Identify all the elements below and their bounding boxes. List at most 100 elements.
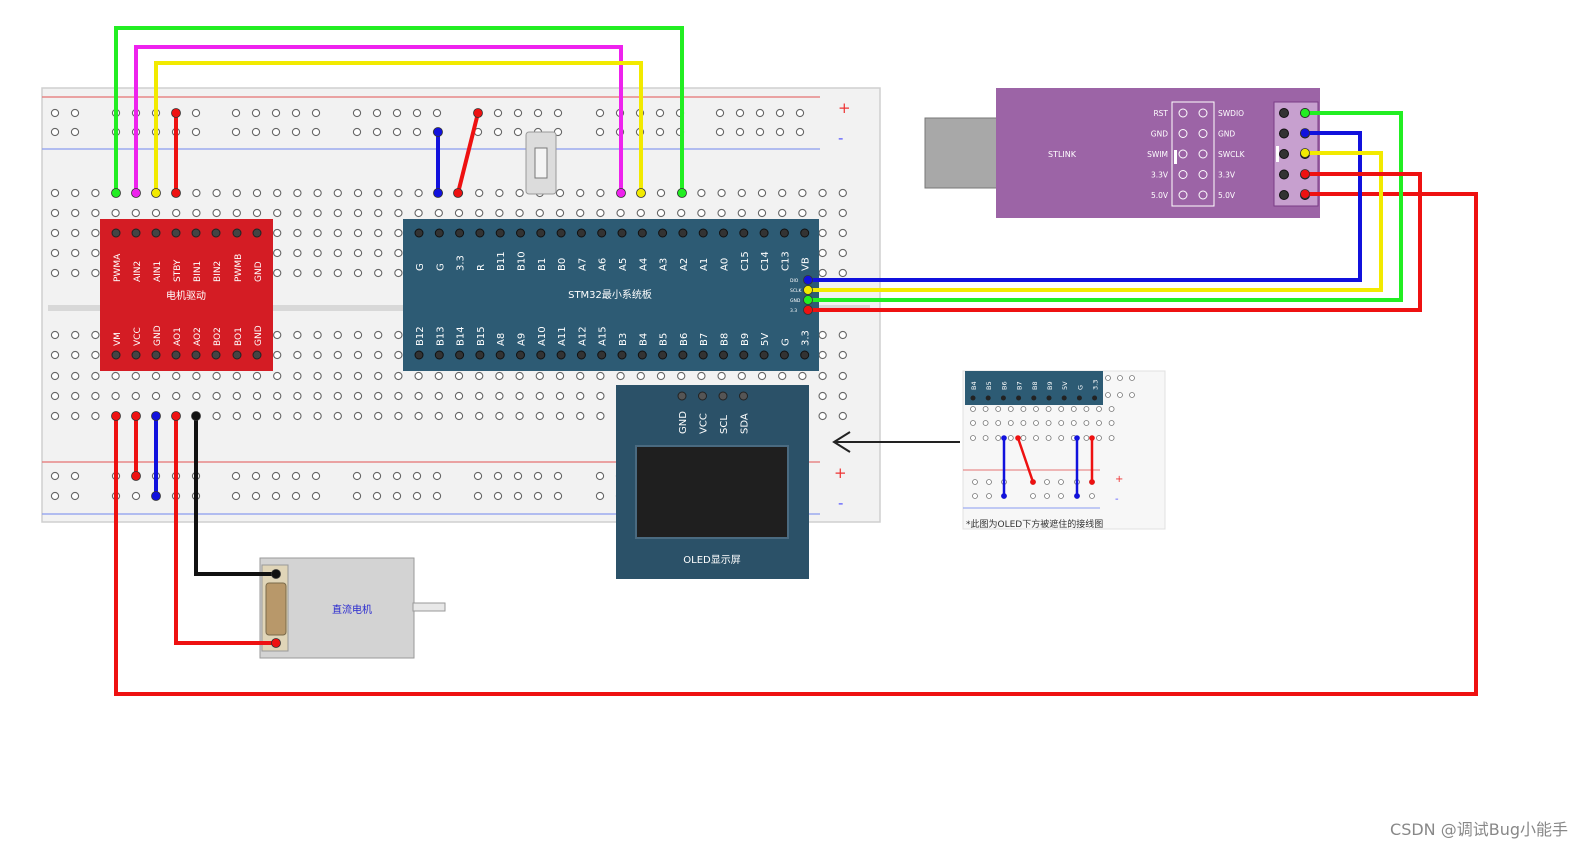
stm32-pin-label: A6 (598, 258, 609, 271)
wire-end (803, 295, 813, 305)
rail-hole (595, 491, 605, 501)
driver-pin (131, 228, 141, 238)
inset-hole (1108, 420, 1115, 426)
rail-hole (291, 491, 301, 501)
rail-hole (533, 471, 543, 481)
rail-hole (271, 491, 281, 501)
driver-pin-label: BO2 (213, 327, 223, 346)
inset-hole (1083, 435, 1090, 441)
hole (838, 350, 847, 360)
rail-hole (755, 127, 765, 137)
oled-pin-label: SDA (740, 413, 751, 434)
wire-end (1300, 189, 1310, 199)
hole (717, 371, 726, 381)
wire-end (131, 411, 141, 421)
hole (151, 208, 161, 218)
inset-hole (1045, 435, 1052, 441)
hole (414, 208, 423, 218)
stm32-pin (434, 228, 444, 238)
hole (273, 188, 282, 198)
rail-hole (595, 127, 605, 137)
hole (333, 371, 342, 381)
inset-hole (1096, 435, 1102, 441)
rail-hole (432, 491, 442, 501)
rail-hole (70, 491, 80, 501)
rail-hole (311, 127, 321, 137)
stm32-pin (779, 350, 789, 360)
rail-hole (271, 108, 281, 118)
hole (333, 248, 342, 258)
hole (212, 391, 221, 401)
inset-hole (1058, 406, 1065, 412)
inset-pin (1046, 395, 1052, 401)
rail-hole (291, 471, 301, 481)
rail-hole (50, 471, 60, 481)
hole (293, 248, 302, 258)
stlink-title: STLINK (1048, 150, 1077, 159)
hole (131, 208, 140, 218)
motor-driver-title: 电机驱动 (166, 289, 206, 302)
rail-hole (352, 471, 362, 481)
hole (838, 371, 847, 381)
inset-pin (1076, 395, 1082, 401)
watermark: CSDN @调试Bug小能手 (1390, 820, 1568, 839)
hole (353, 208, 363, 218)
hole (737, 371, 746, 381)
hole (394, 391, 403, 401)
inset-hole (1020, 406, 1027, 412)
inset-pin-label: B8 (1031, 381, 1039, 390)
inset-hole (995, 406, 1002, 412)
stm32-pin (678, 228, 688, 238)
stm32-pin (779, 228, 789, 238)
hole (91, 391, 100, 401)
hole (576, 411, 585, 421)
hole (333, 350, 342, 360)
hole (313, 371, 322, 381)
stm32-pin (475, 228, 485, 238)
driver-pin (191, 350, 201, 360)
stm32-swd-label: SCLK (790, 288, 803, 294)
stm32-pin (658, 350, 668, 360)
inset-pin-label: B5 (985, 381, 993, 390)
inset-hole (1045, 406, 1052, 412)
rail-hole (513, 127, 523, 137)
stm32-pin-label: 5V (760, 333, 771, 346)
inset-hole (986, 479, 992, 485)
rail-hole (655, 108, 665, 118)
oled-pin (698, 391, 707, 401)
inset-wire-end (1089, 479, 1095, 485)
hole (151, 371, 161, 381)
hole (818, 371, 827, 381)
stlink-header-pin (1279, 149, 1289, 159)
wire-end (131, 188, 141, 198)
hole (495, 188, 504, 198)
rail-hole (50, 108, 60, 118)
hole (50, 391, 60, 401)
stlink-pin (1178, 108, 1188, 118)
hole (232, 188, 241, 198)
wire-end (271, 638, 281, 648)
inset-hole (1083, 406, 1090, 412)
inset-hole (986, 493, 992, 499)
driver-pin (111, 228, 121, 238)
stm32-pin (455, 228, 465, 238)
rail-hole (251, 491, 261, 501)
rail-hole (70, 471, 80, 481)
hole (818, 330, 827, 340)
hole (232, 208, 241, 218)
stm32-swd-label: GND (790, 298, 801, 304)
stlink-header-pin (1279, 169, 1289, 180)
rail-hole (513, 491, 523, 501)
rail-hole (70, 127, 80, 137)
stm32-pin-label: C14 (760, 251, 771, 271)
hole (555, 391, 565, 401)
hole (50, 330, 60, 340)
wire-end (171, 188, 181, 198)
hole (212, 411, 221, 421)
inset-hole (1058, 479, 1064, 485)
rail-hole (655, 127, 665, 137)
hole (515, 411, 524, 421)
hole (757, 188, 767, 198)
